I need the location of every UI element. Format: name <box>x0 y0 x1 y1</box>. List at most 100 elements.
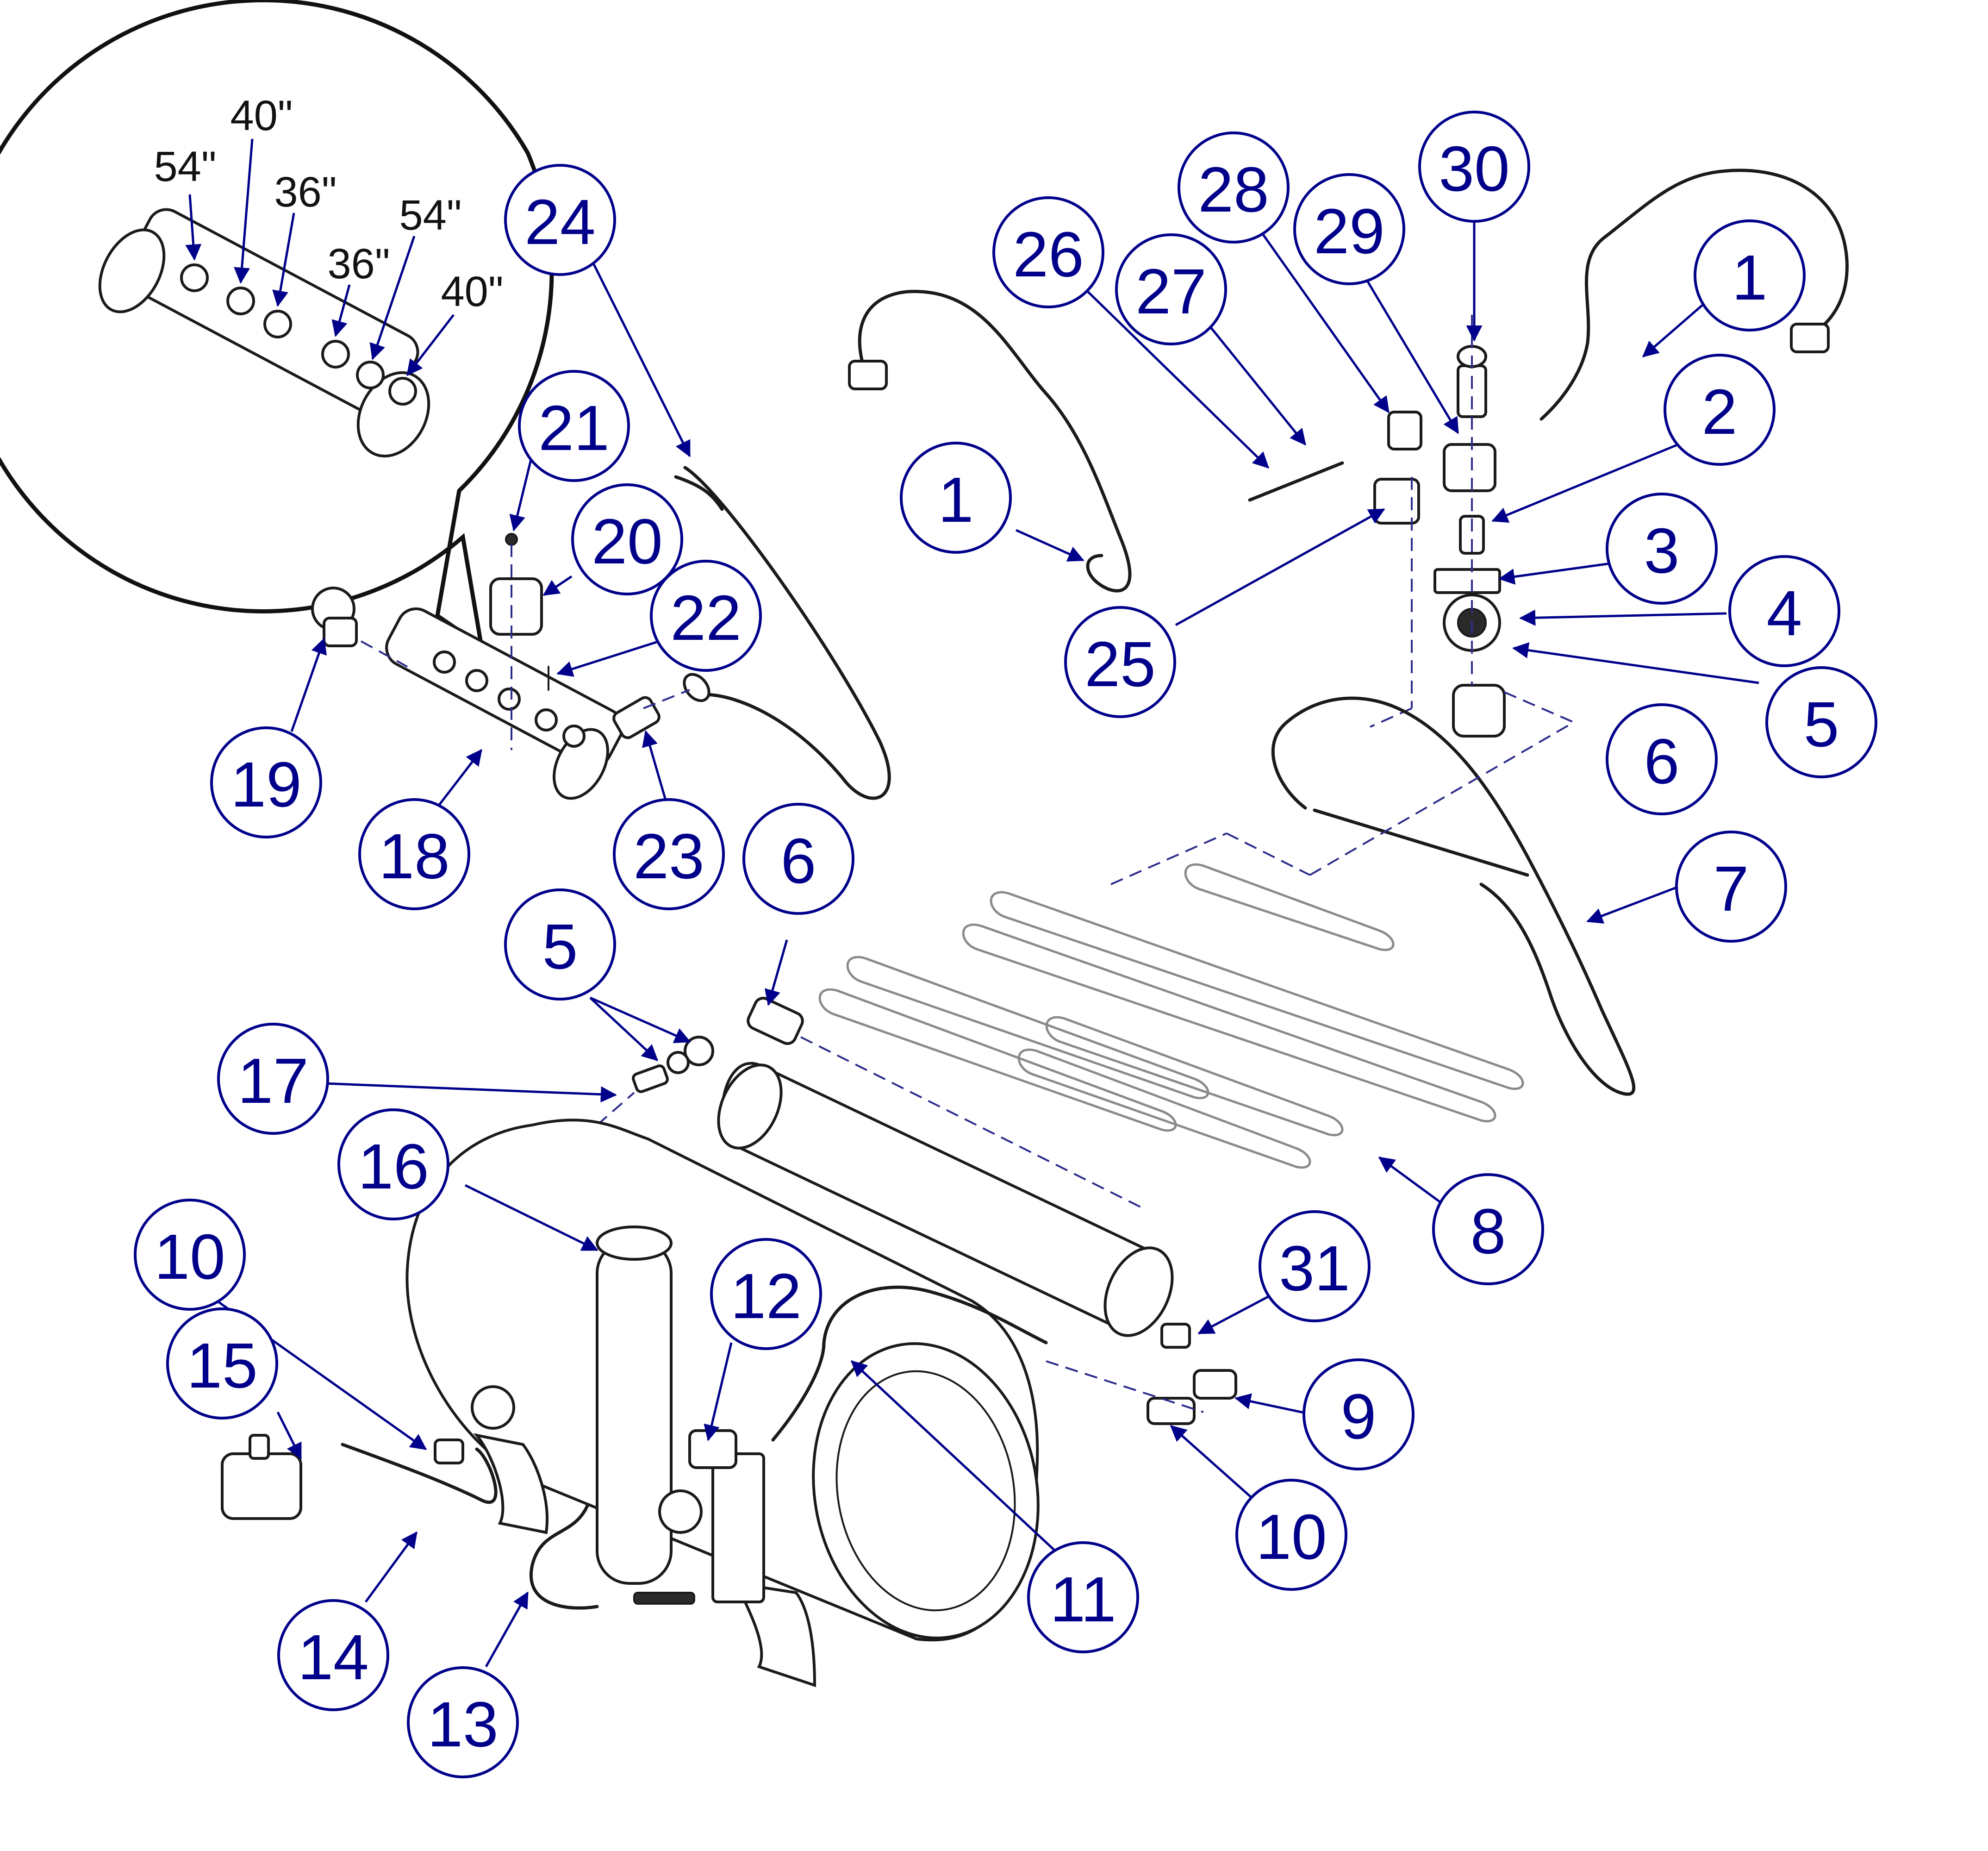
balloon-24: 24 <box>504 164 616 276</box>
balloon-4: 4 <box>1728 555 1840 667</box>
balloon-25: 25 <box>1064 606 1176 718</box>
manifold-detail-drawing <box>98 208 430 458</box>
manifold-assembly <box>311 466 891 800</box>
balloon-label: 15 <box>187 1330 258 1401</box>
balloon-7: 7 <box>1675 831 1787 943</box>
balloon-label: 6 <box>781 825 816 897</box>
balloon-label: 30 <box>1439 133 1510 205</box>
balloon-label: 20 <box>592 506 663 577</box>
cooling-coil-8 <box>818 721 1575 1169</box>
balloon-3: 3 <box>1606 493 1718 605</box>
leader-lines <box>210 221 1759 1668</box>
air-filter-16 <box>596 1226 695 1605</box>
balloon-8: 8 <box>1432 1173 1544 1285</box>
balloon-label: 10 <box>154 1221 225 1293</box>
balloon-label: 16 <box>358 1131 429 1202</box>
balloon-10-left: 10 <box>134 1199 246 1311</box>
manifold-detail-view: 54" 40" 36" 36" 54" 40" <box>0 0 554 650</box>
hose-length-arrows <box>185 138 455 376</box>
hose-13 <box>530 1503 599 1610</box>
gauge-10 <box>434 1385 515 1464</box>
balloon-14: 14 <box>277 1599 389 1711</box>
balloon-1-left: 1 <box>900 442 1012 554</box>
balloon-label: 9 <box>1341 1381 1377 1452</box>
balloon-label: 19 <box>231 749 302 820</box>
fitting-19 <box>311 587 358 647</box>
balloon-12: 12 <box>710 1238 822 1350</box>
balloon-16: 16 <box>337 1108 449 1220</box>
balloon-13: 13 <box>407 1666 519 1778</box>
balloon-label: 25 <box>1084 629 1156 700</box>
balloon-label: 29 <box>1314 196 1385 267</box>
hose-7 <box>1271 696 1636 1096</box>
balloon-26: 26 <box>992 196 1104 308</box>
part-balloons: 24 21 20 22 19 18 23 26 27 28 29 30 1 1 … <box>134 111 1877 1778</box>
balloon-label: 13 <box>427 1689 499 1760</box>
balloon-label: 21 <box>538 393 610 464</box>
balloon-label: 1 <box>1732 242 1768 313</box>
balloon-label: 5 <box>542 911 578 982</box>
balloon-label: 1 <box>938 464 974 536</box>
hose-24 <box>683 466 891 800</box>
balloon-2: 2 <box>1664 354 1776 466</box>
balloon-label: 6 <box>1644 726 1680 797</box>
balloon-17: 17 <box>217 1023 329 1135</box>
small-tank <box>596 996 1237 1425</box>
balloon-30: 30 <box>1418 111 1530 223</box>
balloon-label: 10 <box>1256 1501 1327 1573</box>
balloon-11: 11 <box>1027 1541 1139 1653</box>
hose-length-label: 40" <box>231 92 293 139</box>
balloon-6-right: 6 <box>1606 703 1718 815</box>
hose-11 <box>771 1285 1048 1442</box>
balloon-10-right: 10 <box>1235 1479 1347 1591</box>
hose-1-right <box>1539 169 1849 421</box>
balloon-label: 8 <box>1471 1196 1506 1267</box>
balloon-20: 20 <box>571 483 683 595</box>
balloon-19: 19 <box>210 726 322 838</box>
hose-length-label: 54" <box>154 143 217 190</box>
pressure-switch-12 <box>658 1429 765 1603</box>
balloon-5-right: 5 <box>1765 666 1877 778</box>
balloon-15: 15 <box>166 1307 278 1420</box>
balloon-label: 22 <box>670 582 742 654</box>
balloon-29: 29 <box>1293 173 1405 285</box>
balloon-label: 17 <box>237 1045 309 1117</box>
balloon-28: 28 <box>1178 131 1290 244</box>
fittings-9-10-31 <box>1046 1323 1237 1425</box>
balloon-31: 31 <box>1259 1210 1371 1322</box>
balloon-label: 28 <box>1198 154 1269 225</box>
balloon-label: 24 <box>524 187 596 258</box>
balloon-label: 11 <box>1050 1564 1116 1635</box>
balloon-label: 27 <box>1135 256 1207 327</box>
sensor-2-5 <box>1433 515 1506 738</box>
hose-length-label: 40" <box>441 268 504 315</box>
hose-length-label: 54" <box>399 192 462 239</box>
balloon-label: 23 <box>633 821 704 892</box>
manifold-18 <box>385 607 624 800</box>
balloon-label: 4 <box>1767 578 1802 649</box>
hose-length-labels: 54" 40" 36" 36" 54" 40" <box>154 92 504 315</box>
hose-14 <box>341 1443 498 1504</box>
balloon-18: 18 <box>358 798 470 910</box>
balloon-1-right: 1 <box>1694 219 1806 331</box>
balloon-label: 26 <box>1013 219 1084 290</box>
balloon-6-left: 6 <box>742 803 854 915</box>
top-hose-assembly <box>848 169 1849 738</box>
balloon-5-left: 5 <box>504 888 616 1001</box>
balloon-23: 23 <box>613 798 725 910</box>
balloon-27: 27 <box>1115 233 1227 345</box>
hose-length-label: 36" <box>274 169 337 216</box>
hose-length-label: 36" <box>328 240 390 288</box>
balloon-22: 22 <box>650 560 762 672</box>
tank-foot <box>473 1433 816 1688</box>
balloon-label: 2 <box>1702 376 1738 448</box>
fitting-6-5 <box>632 996 804 1093</box>
balloon-label: 12 <box>730 1261 802 1332</box>
balloon-label: 18 <box>379 821 450 892</box>
gauge-15 <box>221 1434 302 1520</box>
balloon-label: 7 <box>1714 853 1749 925</box>
balloon-21: 21 <box>518 370 630 482</box>
balloon-label: 3 <box>1644 515 1680 587</box>
balloon-label: 14 <box>298 1622 369 1693</box>
hose-1-left <box>858 290 1132 593</box>
